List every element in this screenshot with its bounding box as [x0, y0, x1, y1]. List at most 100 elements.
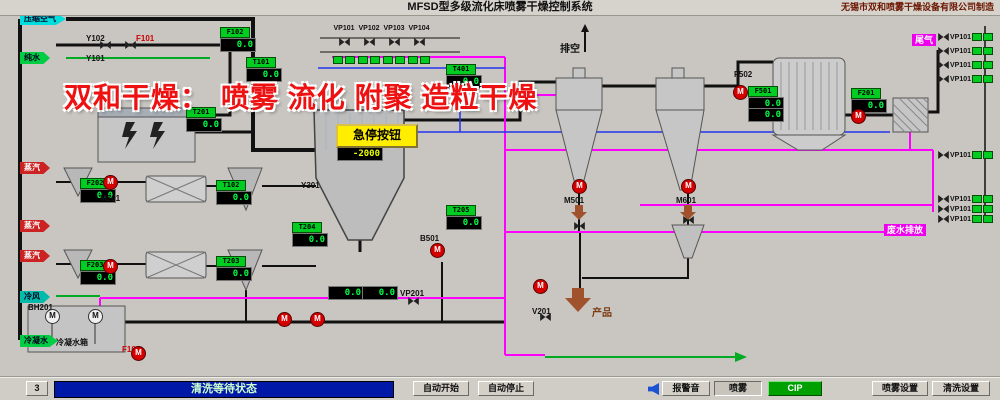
display-value: 0.0: [246, 68, 282, 82]
inlet-arrow-6: 冷凝水: [20, 335, 58, 347]
label-F101: F101: [136, 34, 155, 43]
display-tag: F102: [220, 27, 250, 38]
valve-right-1[interactable]: VP101: [938, 42, 994, 60]
fan-motor-icon: M: [533, 279, 548, 294]
valve-right-5[interactable]: VP101: [938, 190, 994, 208]
valve-label: VP101: [333, 25, 355, 32]
label-B501: B501: [420, 234, 440, 243]
valve-VP104[interactable]: VP104: [405, 25, 433, 69]
label-尾气: 尾气: [912, 34, 937, 46]
title-bar: MFSD型多级流化床喷雾干燥控制系统 无锡市双和喷雾干燥设备有限公司制造: [0, 0, 1000, 16]
valve-VP102[interactable]: VP102: [355, 25, 383, 69]
valve-icon[interactable]: [408, 297, 419, 305]
watermark: 双和干燥：喷雾 流化 附聚 造粒干燥: [64, 76, 537, 116]
valve-VP101[interactable]: VP101: [330, 25, 358, 69]
label-V201: V201: [532, 307, 551, 316]
valve-label: VP101: [950, 47, 972, 55]
valve-icon: [363, 33, 375, 51]
valve-icon: [938, 56, 949, 74]
valve-icon: [338, 33, 350, 51]
display-value: 0.0: [80, 271, 116, 285]
valve-label: VP101: [950, 195, 972, 203]
valve-icon: [388, 33, 400, 51]
emergency-stop-button[interactable]: 急停按钮: [336, 124, 418, 148]
display-tag: T205: [446, 205, 476, 216]
valve-status-chips: [357, 51, 381, 69]
inlet-arrow-3: 蒸汽: [20, 220, 50, 232]
label-M501: M501: [564, 196, 585, 205]
label-M201: M201: [100, 194, 121, 203]
label-Y301: Y301: [301, 181, 320, 190]
valve-label: VP101: [950, 151, 972, 159]
page-counter-button[interactable]: 3: [26, 381, 48, 396]
label-废水排放: 废水排放: [884, 224, 927, 236]
valve-label: VP101: [950, 215, 972, 223]
spray-button[interactable]: 喷雾: [714, 381, 762, 396]
valve-right-2[interactable]: VP101: [938, 56, 994, 74]
valve-label: VP104: [408, 25, 430, 32]
display-value: 0.0: [80, 189, 116, 203]
label-Y101: Y101: [86, 54, 105, 63]
valve-icon[interactable]: [574, 222, 585, 230]
fan-motor-icon: M: [572, 179, 587, 194]
display-value: -2000: [337, 147, 383, 161]
inlet-arrow-1: 纯水: [20, 52, 50, 64]
valve-status-chips: [407, 51, 431, 69]
manufacturer-label: 无锡市双和喷雾干燥设备有限公司制造: [840, 2, 994, 12]
fan-motor-icon: M: [131, 346, 146, 361]
agitator-motor-icon: M: [88, 309, 103, 324]
display-value: 0.0: [748, 108, 784, 122]
valve-icon: [938, 28, 949, 46]
label-Y102: Y102: [86, 34, 105, 43]
fan-motor-icon: M: [733, 85, 748, 100]
display-value: 0.0: [446, 75, 482, 89]
label-冷凝水箱: 冷凝水箱: [56, 338, 88, 347]
display-value: 0.0: [328, 286, 364, 300]
watermark-brand: 双和干燥：: [64, 82, 210, 113]
valve-icon: [938, 70, 949, 88]
display-tag: T203: [216, 256, 246, 267]
valve-right-6[interactable]: VP101: [938, 200, 994, 218]
valve-VP103[interactable]: VP103: [380, 25, 408, 69]
valve-icon[interactable]: [540, 313, 551, 321]
clean-settings-button[interactable]: 清洗设置: [932, 381, 990, 396]
fan-motor-icon: M: [277, 312, 292, 327]
display-value: 0.0: [216, 267, 252, 281]
display-value: 0.0: [220, 38, 256, 52]
display-value: -2000: [337, 147, 383, 161]
valve-icon: [938, 146, 949, 164]
alarm-sound-button[interactable]: 报警音: [662, 381, 710, 396]
auto-start-button[interactable]: 自动开始: [413, 381, 469, 396]
valve-label: VP101: [950, 205, 972, 213]
valve-icon[interactable]: [100, 41, 111, 49]
display-tag: T204: [292, 222, 322, 233]
spray-settings-button[interactable]: 喷雾设置: [872, 381, 928, 396]
valve-right-3[interactable]: VP101: [938, 70, 994, 88]
valve-right-7[interactable]: VP101: [938, 210, 994, 228]
valve-icon[interactable]: [683, 216, 694, 224]
valve-right-4[interactable]: VP101: [938, 146, 994, 164]
display-tag: T102: [216, 180, 246, 191]
valve-right-0[interactable]: VP101: [938, 28, 994, 46]
label-F502: F502: [734, 70, 753, 79]
valve-status-chips: [332, 51, 356, 69]
fan-motor-icon: M: [681, 179, 696, 194]
inlet-arrow-2: 蒸汽: [20, 162, 50, 174]
display-value: 0.0: [362, 286, 398, 300]
auto-stop-button[interactable]: 自动停止: [478, 381, 534, 396]
status-bar: 3 清洗等待状态 自动开始 自动停止 报警音 喷雾 CIP 喷雾设置 清洗设置: [0, 376, 1000, 400]
valve-icon: [938, 210, 949, 228]
valve-label: VP101: [950, 33, 972, 41]
cip-button[interactable]: CIP: [768, 381, 822, 396]
valve-icon[interactable]: [125, 41, 136, 49]
display-value: 0.0: [328, 286, 364, 300]
